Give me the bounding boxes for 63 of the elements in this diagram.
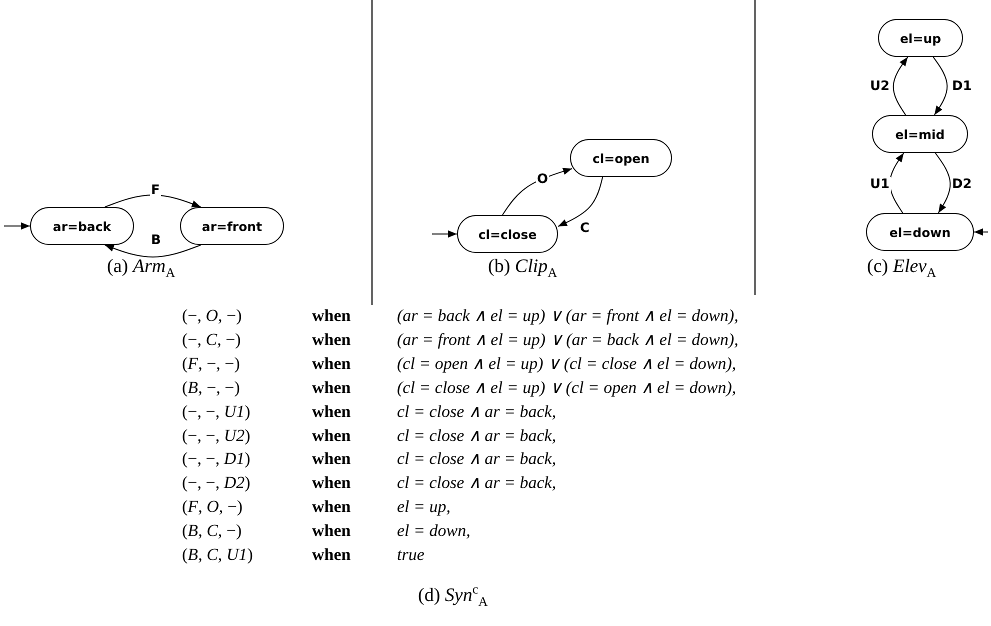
transition-arrow [558,176,604,227]
event-tuple: (B, C, U1) [182,545,253,565]
event-tuple: (−, O, −) [182,306,242,326]
transition-arrow [502,168,573,216]
transition-arrow [934,152,951,214]
transition-arrow [104,244,202,258]
subfigure-caption: (c) Elev$_{A}$ [867,257,936,277]
event-tuple: (−, −, U1) [182,402,250,422]
transition-arrow [4,222,30,230]
state-label: cl=open [592,150,650,166]
guard-condition: cl = close ∧ ar = back, [397,402,556,422]
state-label: el=down [889,224,951,240]
keyword: when [312,497,351,518]
guard-condition: (ar = back ∧ el = up) ∨ (ar = front ∧ el = down), [397,306,738,326]
keyword: when [312,378,351,398]
event-tuple: (B, C, −) [182,521,242,542]
guard-condition: cl = close ∧ ar = back, [397,449,556,470]
edge-label: F [150,183,161,198]
guard-condition: cl = close ∧ ar = back, [397,426,556,446]
state-box [570,139,672,177]
keyword: when [312,426,351,446]
event-tuple: (−, −, D2) [182,473,250,494]
state-label: el=mid [895,126,945,142]
guard-condition: (cl = close ∧ el = up) ∨ (cl = open ∧ el = down), [397,378,736,398]
keyword: when [312,473,351,494]
transition-arrow [974,228,988,236]
event-tuple: (−, −, U2) [182,426,250,446]
state-box [866,213,974,251]
guard-condition: (ar = front ∧ el = up) ∨ (ar = back ∧ el = down), [397,330,738,350]
event-tuple: (F, O, −) [182,497,243,518]
state-box [878,19,963,57]
keyword: when [312,402,351,422]
state-label: ar=back [52,218,112,234]
state-box [180,207,284,245]
keyword: when [312,545,351,565]
guard-condition: (cl = open ∧ el = up) ∨ (cl = close ∧ el = down), [397,354,736,374]
transition-arrow [892,56,908,116]
transition-arrow [432,230,458,238]
state-label: el=up [900,30,942,46]
transition-arrow [932,56,948,116]
event-tuple: (−, C, −) [182,330,241,350]
subfigure-caption: (a) Arm$_{A}$ [107,257,176,277]
state-label: cl=close [478,226,537,242]
guard-condition: true [397,545,424,565]
transition-arrow [889,152,904,214]
guard-condition: cl = close ∧ ar = back, [397,473,556,494]
state-box [872,115,968,153]
transition-arrow [104,194,202,208]
keyword: when [312,449,351,470]
subfigure-caption: (b) Clip$_{A}$ [488,257,558,277]
guard-condition: el = up, [397,497,450,518]
keyword: when [312,306,351,326]
state-box [30,207,134,245]
state-box [457,215,558,253]
keyword: when [312,521,351,542]
event-tuple: (−, −, D1) [182,449,250,470]
keyword: when [312,330,351,350]
event-tuple: (B, −, −) [182,378,240,398]
event-tuple: (F, −, −) [182,354,240,374]
guard-condition: el = down, [397,521,470,542]
edge-label: U1 [869,177,891,192]
state-label: ar=front [202,218,262,234]
keyword: when [312,354,351,374]
